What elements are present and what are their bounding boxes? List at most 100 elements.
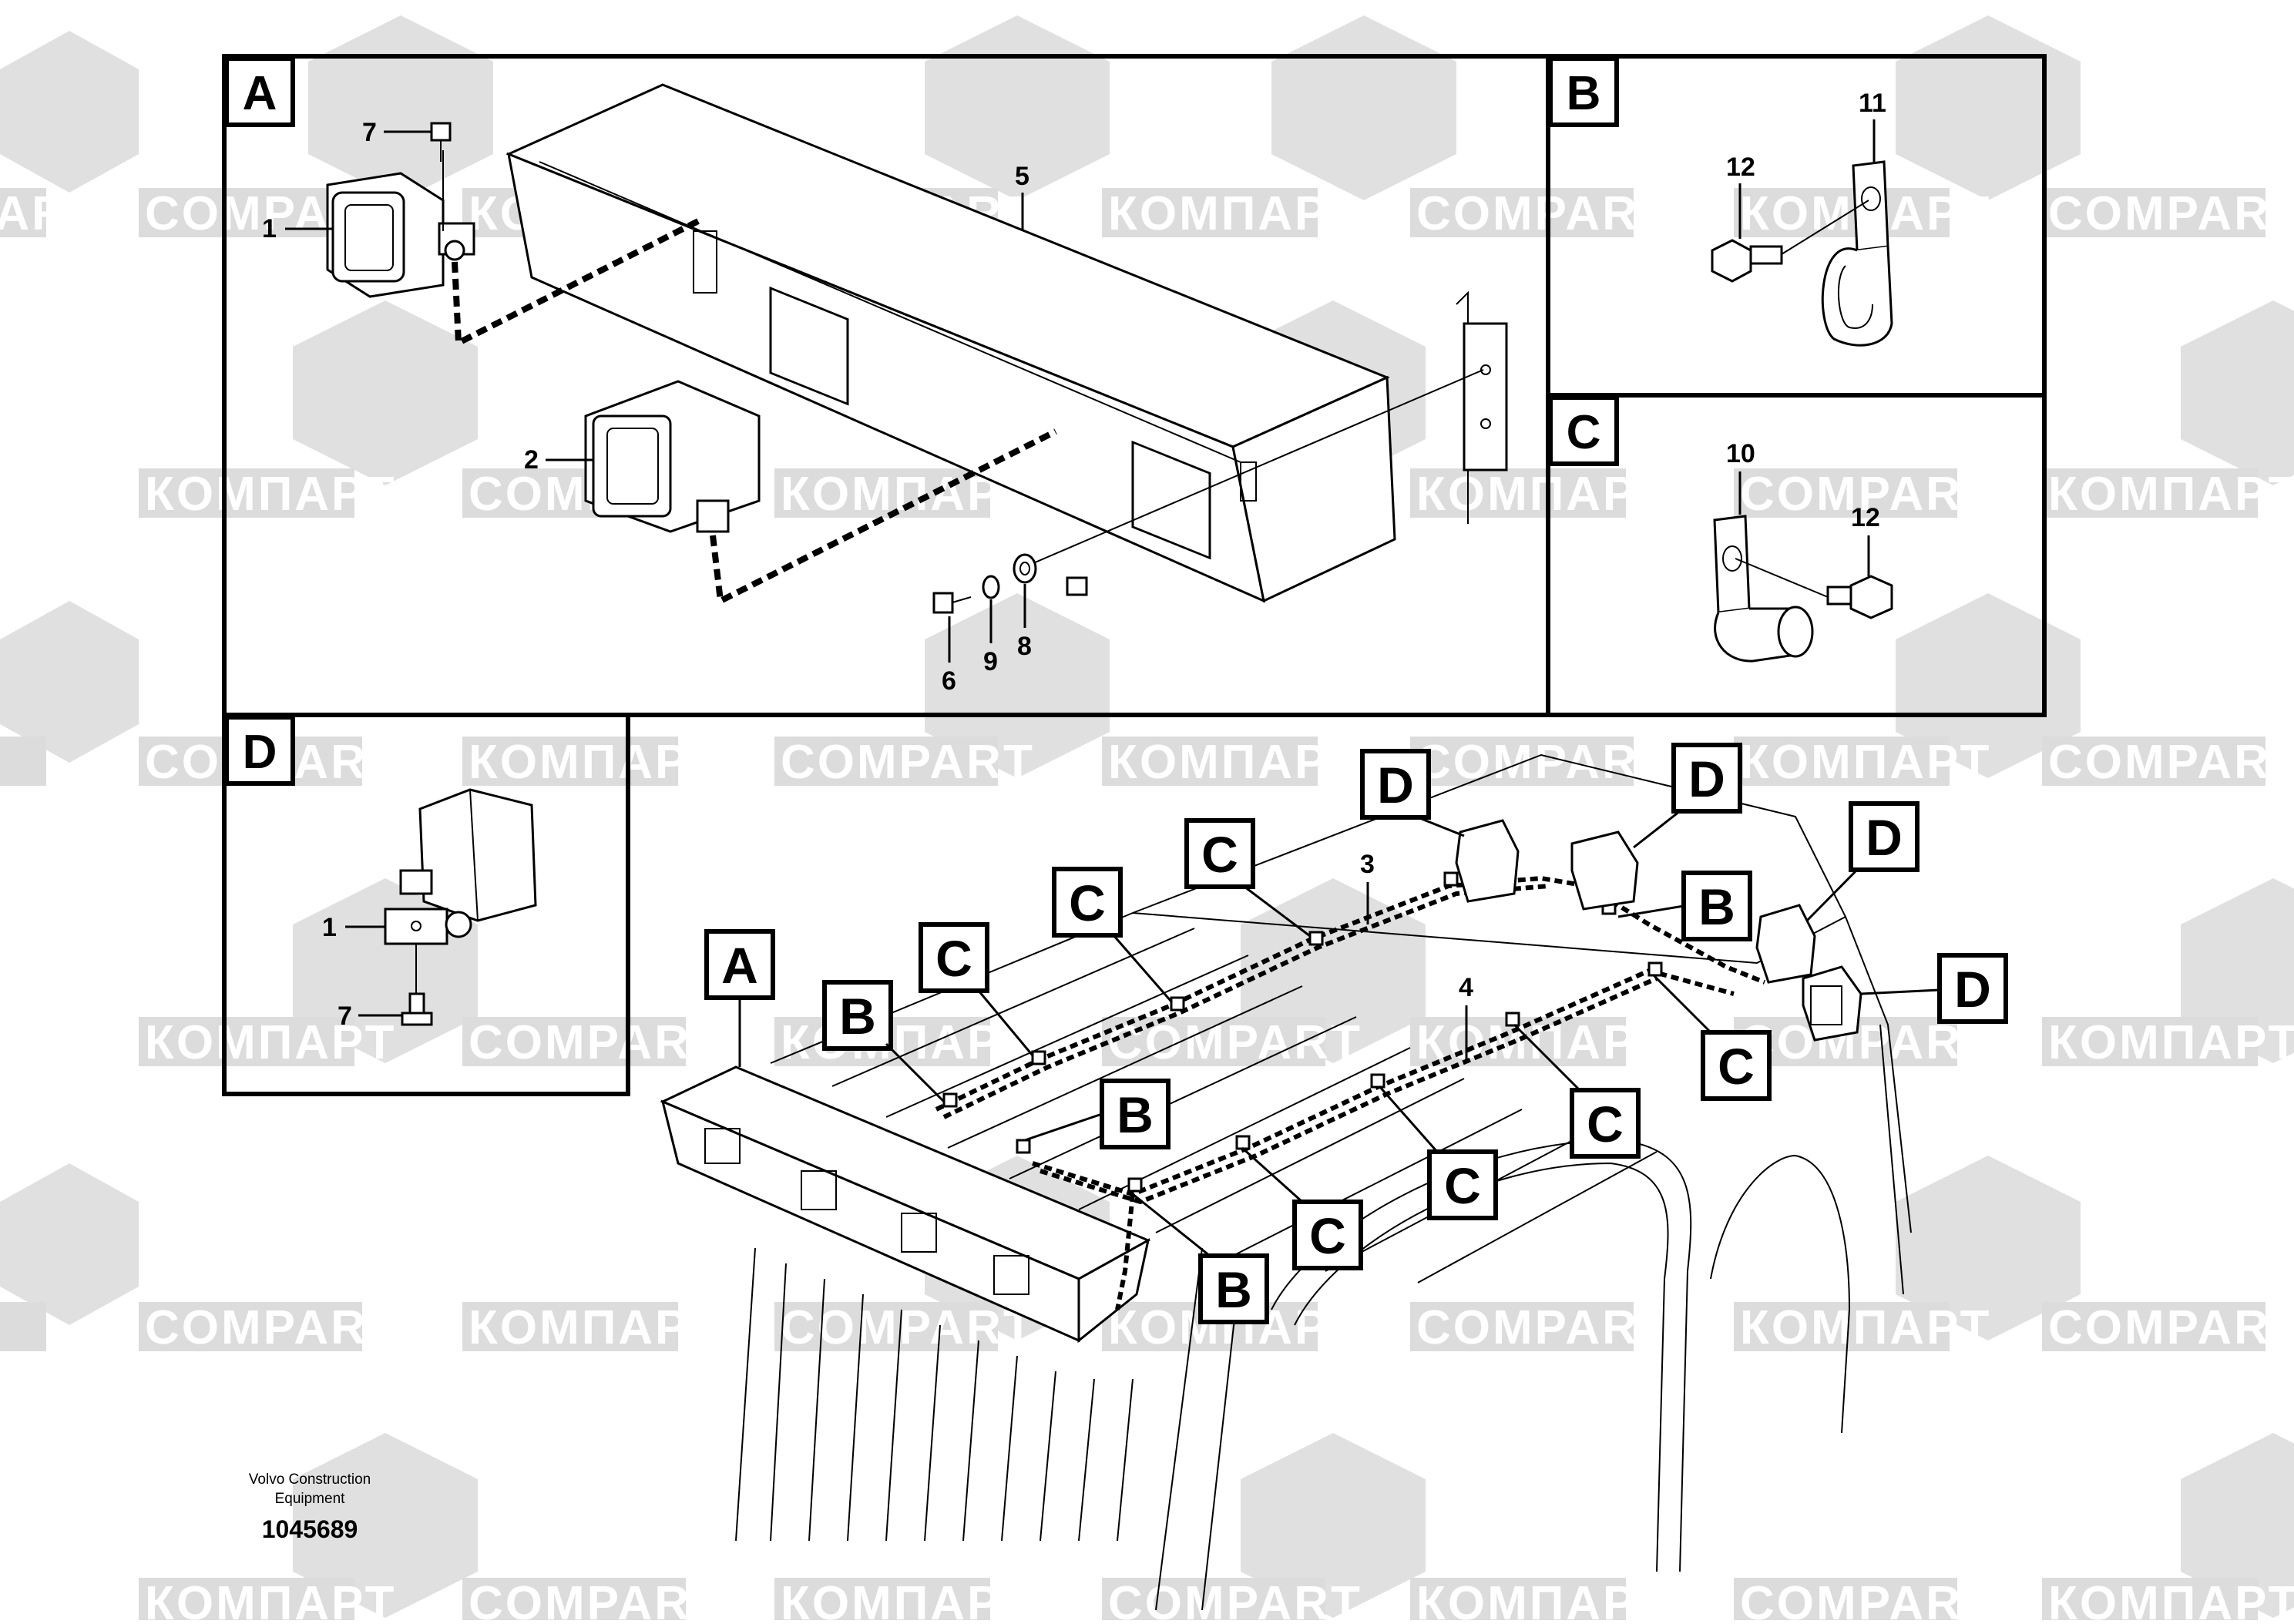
watermark-text: КОМПАРТ bbox=[1740, 1301, 1991, 1354]
work-light-1-knob bbox=[444, 240, 465, 261]
cab-overview: 3 4 bbox=[660, 753, 1912, 1611]
callout-b-2-leader bbox=[1024, 1112, 1103, 1142]
watermark-band bbox=[774, 737, 998, 786]
panel-d-tag bbox=[224, 715, 295, 786]
watermark-text: COMPART bbox=[1416, 187, 1671, 240]
watermark-text: COMPART bbox=[2048, 736, 2294, 789]
glass-line bbox=[962, 1340, 979, 1542]
harness-light-1 bbox=[452, 216, 703, 348]
callout-d-1 bbox=[1360, 749, 1431, 820]
watermark-text: КОМПАРТ bbox=[469, 736, 720, 789]
cab-bar-lamp bbox=[704, 1128, 741, 1164]
watermark-band bbox=[139, 1017, 354, 1066]
watermark-text: COMPART bbox=[1416, 736, 1671, 789]
watermark-text: КОМПАРТ bbox=[1108, 736, 1359, 789]
bolt-12-c-shank bbox=[1826, 586, 1852, 606]
harness-clip bbox=[1127, 1177, 1143, 1193]
watermark-band bbox=[462, 1578, 686, 1620]
work-light-1-lens bbox=[331, 191, 405, 283]
callout-d-2 bbox=[1671, 743, 1742, 814]
part-number-11: 11 bbox=[1859, 89, 1886, 118]
watermark-hex bbox=[1896, 593, 2081, 778]
watermark-row: КОМПАРТ COMPART КОМПАРТ COMPART КОМПАРТ … bbox=[139, 1016, 2294, 1069]
roof-rib bbox=[1155, 1078, 1465, 1233]
clamp-10-end bbox=[1777, 606, 1814, 658]
clamp-10-tab bbox=[1713, 515, 1751, 614]
glass-line bbox=[770, 1263, 787, 1542]
watermark-hex bbox=[1896, 1156, 2081, 1340]
watermark-hex bbox=[2181, 300, 2294, 485]
watermark-text: КОМПАРТ bbox=[2048, 468, 2294, 521]
washer-8-hole bbox=[1019, 562, 1030, 575]
callout-c-6-label: C bbox=[1587, 1096, 1624, 1153]
watermark-band bbox=[1102, 188, 1318, 237]
mounting-hole bbox=[1480, 364, 1491, 375]
bolt-12-b-head bbox=[1711, 239, 1752, 283]
watermark-text: КОМПАРТ bbox=[781, 1016, 1032, 1069]
watermark-text: COMPART bbox=[1416, 1301, 1671, 1354]
watermark-band bbox=[1734, 737, 1950, 786]
callout-c-5-leader bbox=[1378, 1085, 1439, 1153]
watermark-band bbox=[1410, 1302, 1634, 1351]
watermark-text: COMPART bbox=[469, 1016, 723, 1069]
watermark-text: COMPART bbox=[1740, 1577, 1994, 1620]
callout-c-4-leader bbox=[1241, 1146, 1304, 1203]
watermark-band bbox=[0, 1302, 46, 1351]
part-number-8: 8 bbox=[1017, 632, 1032, 661]
watermark-band bbox=[462, 1017, 686, 1066]
bolt-6-shank bbox=[952, 596, 972, 603]
p-clamp-10 bbox=[1713, 515, 1814, 663]
watermark-band bbox=[2042, 1017, 2258, 1066]
watermark-text: COMPART bbox=[1740, 1016, 1994, 1069]
watermark-text: КОМПАРТ bbox=[1416, 1016, 1668, 1069]
glass-line bbox=[924, 1324, 941, 1542]
watermark-hex bbox=[308, 15, 493, 200]
bolt-7-d-shank bbox=[408, 992, 425, 1015]
panel-d-content: 1 7 bbox=[322, 788, 537, 1031]
watermark-band bbox=[1102, 737, 1318, 786]
callout-b-1-leader bbox=[885, 1042, 945, 1103]
panel-d-label: D bbox=[243, 726, 277, 779]
watermark-text: КОМПАРТ bbox=[1416, 468, 1668, 521]
roof-rib bbox=[1009, 1016, 1357, 1179]
cab-bar-lamp bbox=[901, 1213, 937, 1253]
harness-4-b bbox=[1040, 976, 1658, 1205]
cab-light-bar-end bbox=[1077, 1238, 1150, 1344]
watermark-band bbox=[1734, 1578, 1957, 1620]
panel-c-tag bbox=[1548, 395, 1619, 466]
watermark-text: КОМПАРТ bbox=[145, 1016, 396, 1069]
watermark-text: КОМПАРТ bbox=[781, 1577, 1032, 1620]
cab-bar-lamp bbox=[801, 1170, 837, 1210]
watermark-band bbox=[774, 468, 990, 518]
glass-line bbox=[885, 1309, 902, 1542]
roof-rib bbox=[947, 985, 1303, 1149]
bolt-12-c bbox=[1735, 558, 1893, 619]
washer-9 bbox=[982, 575, 1000, 599]
housing-rim bbox=[539, 161, 1241, 463]
watermark-hex bbox=[1241, 1433, 1426, 1618]
part-number-4: 4 bbox=[1459, 973, 1473, 1002]
roof-light bbox=[1455, 819, 1520, 903]
watermark-text: КОМПАРТ bbox=[469, 1301, 720, 1354]
housing-lamp-window bbox=[769, 286, 849, 406]
watermark-band bbox=[1102, 1017, 1325, 1066]
part-number-1-d: 1 bbox=[322, 913, 337, 942]
callout-c-2-label: C bbox=[1069, 874, 1106, 931]
callouts: A B B B B C C C C C C C bbox=[704, 743, 2008, 1324]
callout-b-2 bbox=[1100, 1079, 1171, 1149]
watermark-text: КОМПАРТ bbox=[145, 468, 396, 521]
work-light-d-hole bbox=[411, 921, 422, 931]
watermark-hex bbox=[0, 1163, 139, 1325]
screw-plug bbox=[1066, 576, 1088, 596]
watermark-hex bbox=[1271, 15, 1456, 200]
watermark-text: КОМПАРТ bbox=[2048, 1577, 2294, 1620]
harness-light-2 bbox=[710, 428, 1057, 606]
work-light-1-lens-inner bbox=[344, 204, 394, 271]
callout-a-label: A bbox=[721, 937, 758, 994]
watermark-row: COMPART КОМПАРТ COMPART КОМПАРТ COMPART … bbox=[0, 1301, 2294, 1354]
watermark-text: COMPART bbox=[781, 736, 1035, 789]
glass-line bbox=[1078, 1378, 1095, 1542]
work-light-d-knob bbox=[445, 911, 472, 938]
watermark-band bbox=[2042, 1578, 2258, 1620]
